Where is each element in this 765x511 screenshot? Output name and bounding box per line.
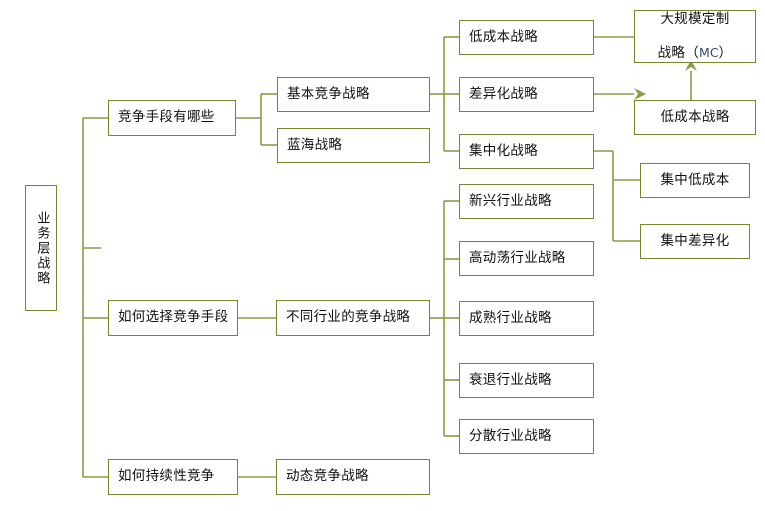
node-low-cost-strategy-right[interactable]: 低成本战略 — [634, 100, 756, 135]
node-emerging-industry-strategy[interactable]: 新兴行业战略 — [459, 184, 594, 219]
node-competition-means[interactable]: 竞争手段有哪些 — [108, 100, 236, 136]
mc-label-line2: 战略（MC） — [657, 45, 733, 62]
mc-label-line1: 大规模定制 — [660, 10, 730, 27]
node-root[interactable]: 业务层战略 — [25, 185, 57, 311]
node-how-to-choose[interactable]: 如何选择竞争手段 — [108, 300, 238, 336]
node-basic-competition-strategy[interactable]: 基本竞争战略 — [277, 77, 430, 112]
node-focus-strategy[interactable]: 集中化战略 — [459, 134, 594, 169]
node-mature-industry-strategy[interactable]: 成熟行业战略 — [459, 301, 594, 336]
node-dynamic-competition-strategy[interactable]: 动态竞争战略 — [276, 459, 430, 495]
node-differentiation-strategy[interactable]: 差异化战略 — [459, 77, 594, 112]
mc-abbr: MC — [699, 45, 719, 61]
node-focused-low-cost[interactable]: 集中低成本 — [640, 163, 750, 198]
node-blue-ocean-strategy[interactable]: 蓝海战略 — [277, 128, 430, 163]
node-fragmented-industry-strategy[interactable]: 分散行业战略 — [459, 419, 594, 454]
node-low-cost-strategy[interactable]: 低成本战略 — [459, 20, 594, 55]
node-focused-differentiation[interactable]: 集中差异化 — [640, 224, 750, 259]
node-turbulent-industry-strategy[interactable]: 高动荡行业战略 — [459, 241, 594, 276]
node-mass-customization-strategy[interactable]: 大规模定制 战略（MC） — [634, 10, 756, 63]
arrowhead-to-lowcost2 — [634, 88, 646, 100]
node-industry-competition-strategy[interactable]: 不同行业的竞争战略 — [276, 300, 430, 336]
node-declining-industry-strategy[interactable]: 衰退行业战略 — [459, 363, 594, 398]
node-how-to-sustain[interactable]: 如何持续性竞争 — [108, 459, 238, 495]
